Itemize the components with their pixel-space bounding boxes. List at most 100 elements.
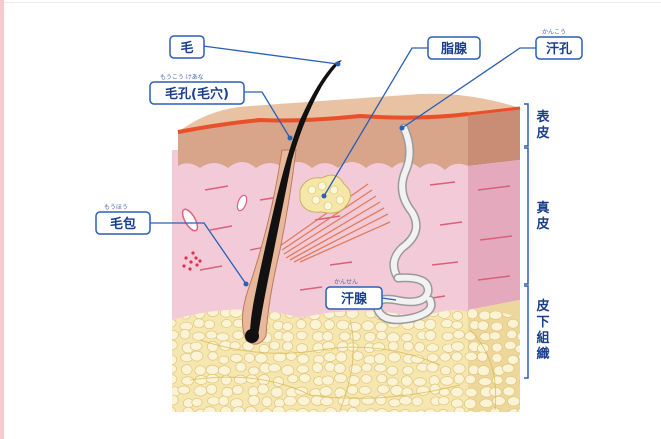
fat-cell <box>282 322 292 330</box>
fat-cell <box>478 366 490 376</box>
hair-leader <box>203 46 338 64</box>
fat-cell <box>297 408 309 418</box>
fat-cell <box>477 410 488 419</box>
fat-cell <box>335 374 347 383</box>
fat-cell <box>438 397 449 405</box>
fat-cell <box>167 330 178 339</box>
hair-bulb <box>245 329 259 343</box>
svg-text:下: 下 <box>536 315 549 330</box>
fat-cell <box>480 399 493 408</box>
fat-cell <box>258 384 269 394</box>
fat-cell <box>507 330 517 339</box>
fat-cell <box>178 386 190 394</box>
fat-cell <box>518 352 531 361</box>
fat-cell <box>426 344 438 352</box>
fat-cell <box>273 352 286 362</box>
fat-cell <box>244 353 254 362</box>
svg-text:脂腺: 脂腺 <box>440 41 468 57</box>
label-hair: 毛 <box>170 36 204 58</box>
fat-cell <box>190 342 202 350</box>
fat-cell <box>454 374 464 384</box>
svg-text:皮: 皮 <box>535 125 549 141</box>
fat-cell <box>364 332 376 341</box>
fat-cell <box>388 410 400 420</box>
fat-cell <box>230 354 242 362</box>
fat-cell <box>320 387 332 397</box>
fat-cell <box>403 342 413 351</box>
fat-cell <box>322 376 334 385</box>
fat-cell <box>195 366 206 376</box>
fat-cell <box>451 352 462 361</box>
fat-cell <box>479 311 491 320</box>
fat-cell <box>166 365 176 373</box>
fat-cell <box>362 363 372 371</box>
fat-cell <box>441 376 454 385</box>
fat-cell <box>430 384 440 394</box>
fat-cell <box>282 365 294 375</box>
fat-cell <box>479 378 492 386</box>
epidermis-bracket <box>524 104 528 146</box>
fat-cell <box>413 378 426 386</box>
fat-cell <box>453 330 464 339</box>
fat-cell <box>194 386 207 396</box>
fat-cell <box>262 397 272 407</box>
fat-cell <box>339 409 349 419</box>
fat-cell <box>166 319 176 327</box>
fat-cell <box>375 322 387 332</box>
fat-cell <box>204 320 215 329</box>
fat-cell <box>192 332 205 340</box>
fat-cell <box>282 332 294 342</box>
fat-cell <box>451 342 464 352</box>
fat-cell <box>183 407 193 415</box>
fat-cell <box>411 355 424 363</box>
fat-cell <box>375 364 387 372</box>
fat-cell <box>519 398 530 407</box>
fat-cell <box>321 397 333 406</box>
fat-cell <box>271 387 283 397</box>
fat-cell <box>204 407 216 417</box>
fat-cell <box>233 331 244 340</box>
svg-text:毛包: 毛包 <box>110 216 136 232</box>
fat-cell <box>452 321 463 329</box>
fat-cell <box>167 395 179 405</box>
fat-cell <box>425 319 436 329</box>
fat-cell <box>348 408 358 417</box>
fat-cell <box>273 377 283 387</box>
subcutis-bracket <box>524 286 528 378</box>
fat-cell <box>339 332 350 341</box>
svg-text:毛孔(毛穴): 毛孔(毛穴) <box>165 86 229 102</box>
fat-cell <box>377 331 387 339</box>
fat-cell <box>441 319 453 327</box>
fat-cell <box>401 333 412 341</box>
label-pore: もうこう けあな 毛孔(毛穴) <box>150 74 244 104</box>
fat-cell <box>324 320 334 330</box>
fat-cell <box>465 352 477 360</box>
fat-cell <box>415 342 425 352</box>
fat-cell <box>347 385 357 394</box>
fat-cell <box>521 321 531 329</box>
layer-label-epidermis: 表 皮 <box>535 109 550 141</box>
fat-cell <box>298 396 310 406</box>
fat-cell <box>206 374 219 383</box>
fat-cell <box>334 363 345 373</box>
fat-cell <box>440 353 451 361</box>
fat-cell <box>248 395 259 405</box>
fat-cell <box>230 399 242 408</box>
fat-cell <box>377 374 387 383</box>
svg-text:組: 組 <box>536 330 549 346</box>
fat-cell <box>359 386 371 394</box>
fat-cell <box>465 375 476 384</box>
fat-cell <box>268 364 280 372</box>
fat-cell <box>296 319 306 328</box>
fat-cell <box>376 395 387 405</box>
svg-text:皮: 皮 <box>535 298 549 314</box>
fat-cell <box>502 364 514 373</box>
svg-text:表: 表 <box>535 109 550 125</box>
fat-cell <box>361 375 372 384</box>
fat-cell <box>465 388 477 397</box>
fat-cell <box>232 385 243 394</box>
fat-cell <box>412 397 422 406</box>
svg-text:もうほう: もうほう <box>104 204 128 211</box>
fat-cell <box>477 352 487 361</box>
fat-cell <box>492 353 502 362</box>
